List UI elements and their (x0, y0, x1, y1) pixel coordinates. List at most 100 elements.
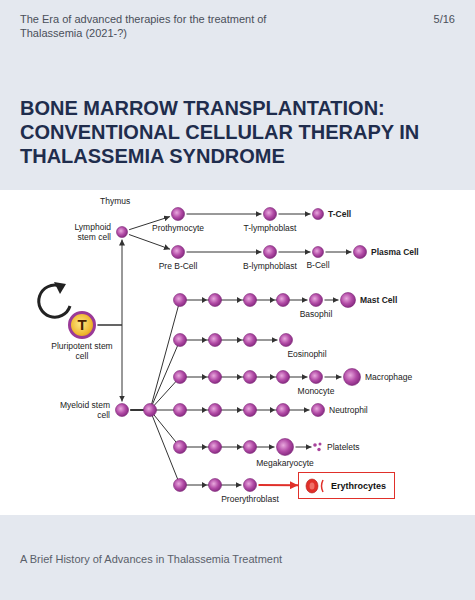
arrow-head (202, 337, 207, 343)
cell-shape (312, 246, 324, 258)
blood-cell (277, 404, 290, 417)
arrow-head (202, 444, 207, 450)
cell-label: Erythrocytes (331, 481, 386, 491)
cell-node: Platelets (313, 442, 323, 452)
blood-cell (209, 294, 222, 307)
lineage-arrow (187, 214, 262, 215)
cell-label: Macrophage (365, 372, 412, 382)
cell-node: Monocyte (309, 370, 323, 384)
cell-shape (115, 403, 129, 417)
cell-label: Basophil (300, 309, 333, 319)
cell-shape (263, 207, 277, 221)
cell-label: Neutrophil (329, 405, 368, 415)
arrow-head (237, 407, 242, 413)
cell-node: B-lymphoblast (263, 245, 277, 259)
cell-label: T-lymphoblast (244, 223, 297, 233)
blood-cell (174, 479, 187, 492)
blood-cell (244, 371, 257, 384)
cell-label: Myeloid stem cell (58, 400, 110, 420)
blood-cell (174, 371, 187, 384)
cell-shape (309, 370, 323, 384)
cell-shape (276, 438, 294, 456)
arrow-head (270, 407, 275, 413)
lineage-arrow (131, 340, 278, 410)
arrow-head (202, 482, 207, 488)
cell-label: Pre B-Cell (159, 261, 198, 271)
blood-cell (209, 479, 222, 492)
cell-shape (312, 208, 324, 220)
blood-cell (174, 334, 187, 347)
cell-node: Pre B-Cell (171, 245, 185, 259)
blood-cell (244, 294, 257, 307)
arrow-head (202, 374, 207, 380)
cell-shape (171, 207, 185, 221)
blood-cell (244, 441, 257, 454)
blood-cell (174, 441, 187, 454)
cell-label: T-Cell (328, 209, 351, 219)
arrow-head (237, 337, 242, 343)
blood-cell (209, 371, 222, 384)
cell-node: Myeloid stem cell (115, 403, 129, 417)
lineage-arrow (98, 240, 123, 326)
lineage-arrow (296, 447, 312, 448)
blood-cell (277, 371, 290, 384)
cell-label: Eosinophil (287, 349, 326, 359)
arrow-head (237, 444, 242, 450)
blood-cell (144, 404, 157, 417)
arrow-head (270, 374, 275, 380)
cell-shape (243, 478, 257, 492)
cell-node: Neutrophil (311, 403, 325, 417)
cell-node: Proerythroblast (243, 478, 257, 492)
cell-shape (279, 333, 293, 347)
blood-cell (174, 294, 187, 307)
arrow-head (202, 407, 207, 413)
page-number: 5/16 (405, 12, 455, 26)
cell-node: Megakaryocyte (276, 438, 294, 456)
arrow-head (202, 297, 207, 303)
cell-label: Monocyte (298, 386, 335, 396)
cell-shape (171, 245, 185, 259)
lineage-arrow (131, 410, 242, 485)
cell-shape (263, 245, 277, 259)
series-header: The Era of advanced therapies for the tr… (20, 12, 320, 40)
lineage-arrow (259, 484, 299, 486)
self-renewal-arrow (39, 282, 70, 317)
lineage-arrow (98, 325, 123, 402)
cell-shape (343, 368, 361, 386)
cell-node: Basophil (309, 293, 323, 307)
lineage-arrow (129, 235, 170, 250)
cell-node: Eosinophil (279, 333, 293, 347)
cell-node: T-lymphoblast (263, 207, 277, 221)
cell-shape (313, 442, 323, 452)
blood-cell (244, 334, 257, 347)
lineage-arrow (326, 252, 352, 253)
arrow-head (237, 374, 242, 380)
cell-node: Lymphoid stem cell (116, 226, 128, 238)
cell-symbol: T (68, 311, 96, 339)
organ-label: Thymus (100, 196, 130, 207)
cell-node: T-Cell (312, 208, 324, 220)
cell-label: Plasma Cell (371, 247, 419, 257)
cell-label: Megakaryocyte (256, 458, 314, 468)
cell-label: Platelets (327, 442, 360, 452)
arrow-head (270, 297, 275, 303)
blood-cell (277, 294, 290, 307)
erythrocyte-icon (305, 477, 327, 495)
lineage-arrow (187, 252, 262, 253)
blood-cell (209, 334, 222, 347)
cell-label: Proerythroblast (221, 494, 279, 504)
arrow-head (237, 297, 242, 303)
cell-label: Mast Cell (360, 295, 397, 305)
blood-cell (209, 441, 222, 454)
lineage-arrow (325, 300, 339, 301)
cell-label: B-lymphoblast (243, 261, 297, 271)
lineage-arrow (279, 214, 311, 215)
cell-shape (353, 245, 367, 259)
result-box: Erythrocytes (298, 472, 395, 499)
cell-shape (311, 403, 325, 417)
cell-shape (116, 226, 128, 238)
blood-cell (209, 404, 222, 417)
cell-shape (309, 293, 323, 307)
